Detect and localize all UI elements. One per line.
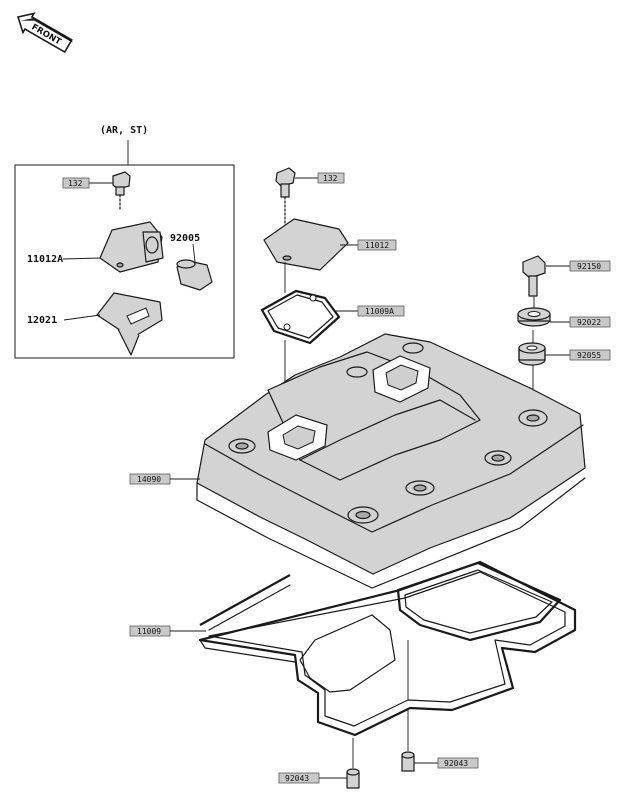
svg-text:11012: 11012	[365, 241, 389, 250]
callout-11012A: 11012A	[27, 254, 101, 265]
svg-text:11009A: 11009A	[365, 307, 394, 316]
callout-92043-left: 92043	[278, 772, 347, 784]
cover-11012	[263, 218, 349, 271]
callout-92022: 92022	[550, 316, 611, 328]
callout-11012: 11012	[340, 239, 397, 251]
callout-92150: 92150	[546, 260, 611, 272]
callout-92005: 92005	[170, 233, 200, 263]
svg-text:92043: 92043	[444, 759, 468, 768]
svg-text:12021: 12021	[27, 315, 57, 326]
svg-text:132: 132	[323, 174, 338, 183]
inset-cover-11012A	[99, 221, 164, 273]
callout-132: 132	[295, 172, 345, 184]
callout-92043-right: 92043	[414, 757, 479, 769]
inset-reed-12021	[96, 292, 163, 356]
callout-11009A: 11009A	[335, 305, 405, 317]
gasket-11009	[198, 560, 577, 737]
inset-title: (AR, ST)	[100, 125, 148, 136]
inset-fitting-92005	[176, 259, 213, 291]
inset-ar-st: (AR, ST)	[14, 125, 235, 359]
svg-text:132: 132	[68, 179, 83, 188]
callout-11009: 11009	[129, 625, 206, 637]
callout-14090: 14090	[129, 473, 200, 485]
gasket-11009A	[260, 289, 341, 345]
dowel-pin-92043-right	[401, 708, 415, 772]
callout-92055: 92055	[545, 349, 611, 361]
svg-text:92005: 92005	[170, 233, 200, 244]
svg-text:11012A: 11012A	[27, 254, 63, 265]
svg-text:92150: 92150	[577, 262, 601, 271]
bolt-132	[275, 167, 296, 229]
inset-bolt-132	[112, 171, 131, 210]
callout-12021: 12021	[27, 314, 101, 326]
svg-text:11009: 11009	[137, 627, 161, 636]
svg-text:92043: 92043	[285, 774, 309, 783]
dowel-pin-92043-left	[346, 738, 360, 789]
svg-text:14090: 14090	[137, 475, 161, 484]
bolt-92150	[522, 255, 546, 297]
washer-92022	[517, 307, 551, 327]
callout-132-inset: 132	[62, 177, 113, 189]
cylinder-head-cover-14090	[196, 333, 586, 589]
grommet-92055	[518, 342, 546, 366]
svg-text:92055: 92055	[577, 351, 601, 360]
front-arrow-icon: FRONT	[16, 12, 73, 54]
svg-text:92022: 92022	[577, 318, 601, 327]
